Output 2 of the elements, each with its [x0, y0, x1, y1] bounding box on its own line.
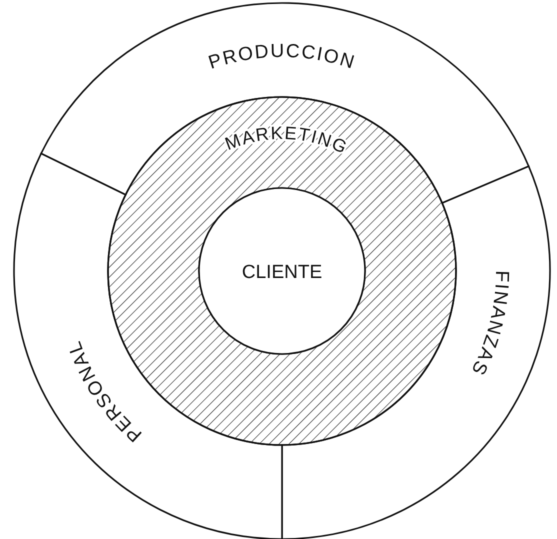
segment-label: PRODUCCION	[206, 40, 358, 74]
center-label: CLIENTE	[242, 262, 322, 283]
